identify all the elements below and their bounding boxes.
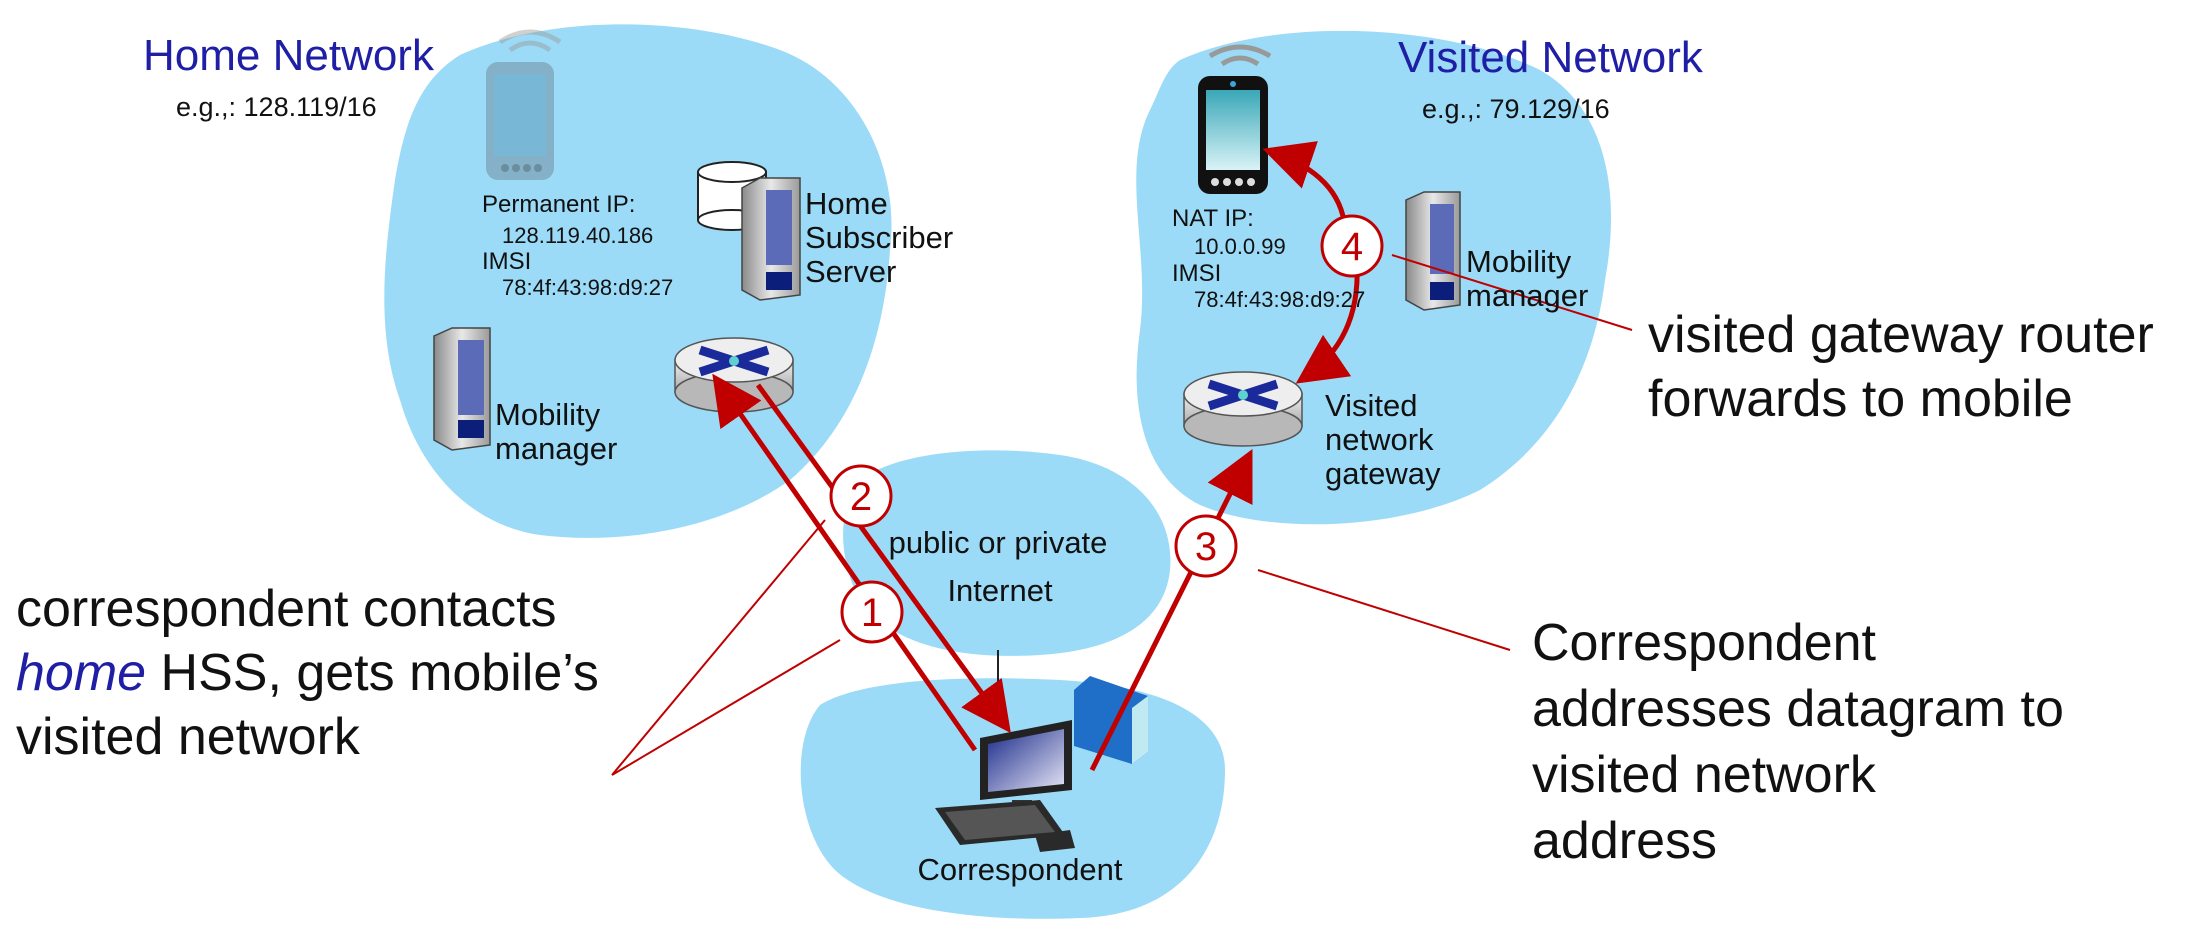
right-note-line-4: address <box>1532 812 1717 870</box>
home-imsi: 78:4f:43:98:d9:27 <box>502 275 673 300</box>
step-4-label: 4 <box>1341 225 1363 269</box>
hss-server-icon <box>741 177 801 301</box>
top-note-leader <box>1391 254 1633 331</box>
visited-mobility-manager-line-1: Mobility <box>1466 244 1572 279</box>
top-note-line-2: forwards to mobile <box>1648 370 2073 428</box>
left-note-line-2: home HSS, gets mobile’s <box>16 644 599 702</box>
visited-gateway-line-2: network <box>1325 422 1434 457</box>
visited-gateway-line-3: gateway <box>1325 456 1441 491</box>
visited-mobility-manager-server-icon <box>1405 191 1461 311</box>
hss-label-line-2: Subscriber <box>805 220 953 255</box>
visited-gateway-line-1: Visited <box>1325 388 1418 423</box>
left-note-home-italic: home <box>16 644 146 702</box>
arrow-step-2 <box>755 383 1011 734</box>
left-note-line-3: visited network <box>16 708 361 766</box>
hss-label-line-3: Server <box>805 254 896 289</box>
arrow-step-4-down <box>1295 265 1360 384</box>
home-mobility-manager-server-icon <box>433 327 491 451</box>
internet-cloud <box>843 450 1171 656</box>
visited-network-title: Visited Network <box>1398 33 1704 82</box>
step-3-label: 3 <box>1195 525 1217 569</box>
home-permanent-ip-label: Permanent IP: <box>482 191 635 218</box>
home-permanent-ip: 128.119.40.186 <box>502 223 653 248</box>
right-note-line-3: visited network <box>1532 746 1877 804</box>
left-note-line-2-rest: HSS, gets mobile’s <box>146 644 599 702</box>
step-1-label: 1 <box>861 591 883 635</box>
step-2-label: 2 <box>850 475 872 519</box>
left-note-line-1: correspondent contacts <box>16 580 557 638</box>
home-phone-ghost-icon <box>486 29 562 180</box>
correspondent-computer-icon <box>935 720 1075 852</box>
visited-network-prefix: e.g.,: 79.129/16 <box>1422 94 1610 124</box>
right-note-line-1: Correspondent <box>1532 614 1877 672</box>
step-4-badge: 4 <box>1320 214 1384 278</box>
home-network-title: Home Network <box>143 31 435 80</box>
right-note-line-2: addresses datagram to <box>1532 680 2064 738</box>
right-note-leader <box>1257 569 1511 651</box>
step-2-badge: 2 <box>829 464 893 528</box>
visited-imsi: 78:4f:43:98:d9:27 <box>1194 287 1365 312</box>
visited-nat-ip-label: NAT IP: <box>1172 205 1254 232</box>
internet-label-line-2: Internet <box>947 573 1053 608</box>
left-note-leader-lower <box>611 639 841 776</box>
home-imsi-label: IMSI <box>482 248 531 275</box>
left-note-leader-upper <box>611 519 826 776</box>
arrow-step-3 <box>1089 449 1253 772</box>
visited-mobility-manager-line-2: manager <box>1466 278 1588 313</box>
step-1-badge: 1 <box>840 580 904 644</box>
arrow-step-1 <box>712 373 978 752</box>
correspondent-label: Correspondent <box>917 852 1122 887</box>
visited-imsi-label: IMSI <box>1172 260 1221 287</box>
top-note-line-1: visited gateway router <box>1648 306 2154 364</box>
internet-label-line-1: public or private <box>889 525 1108 560</box>
hss-label-line-1: Home <box>805 186 888 221</box>
home-network-prefix: e.g.,: 128.119/16 <box>176 92 377 122</box>
visited-gateway-router-icon <box>1183 371 1303 447</box>
step-3-badge: 3 <box>1174 514 1238 578</box>
home-mobility-manager-line-2: manager <box>495 431 617 466</box>
visited-nat-ip: 10.0.0.99 <box>1194 234 1286 259</box>
visited-phone-icon <box>1198 44 1272 194</box>
home-mobility-manager-line-1: Mobility <box>495 397 601 432</box>
